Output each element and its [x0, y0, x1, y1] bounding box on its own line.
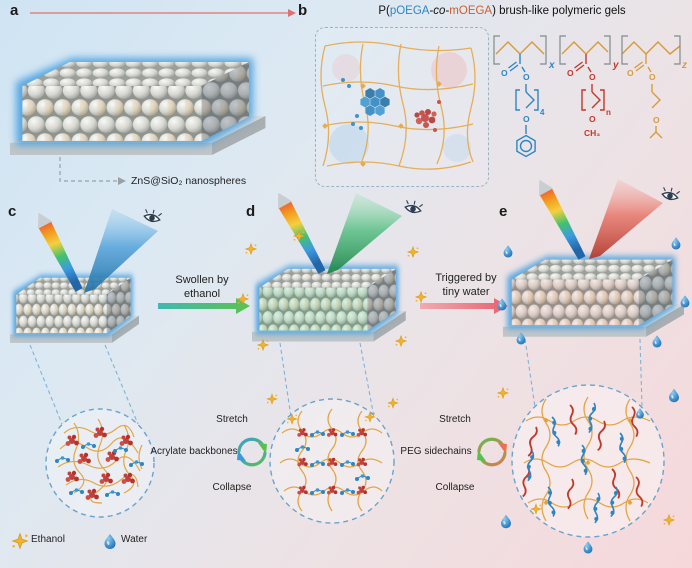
transition-swollen-line1: Swollen by — [175, 274, 229, 286]
cycle-sidechain-collapse: Collapse — [435, 482, 475, 493]
slab-d-ethanol-tint — [259, 288, 367, 331]
panel-label-e: e — [499, 203, 508, 220]
oxygen-label: O — [523, 72, 530, 82]
oxygen-label: O — [649, 72, 656, 82]
legend-ethanol-icon — [11, 533, 29, 549]
polymer-structure: x y z O O 4 O O O n O CH₃ — [493, 35, 687, 158]
transition-label-swollen: Swollen by ethanol — [175, 274, 228, 302]
transition-label-triggered: Triggered by tiny water — [435, 272, 496, 300]
beams-d — [278, 192, 424, 274]
poega-side-chain — [508, 54, 539, 158]
gel-network-illustration-b — [320, 41, 476, 170]
cycle-backbone-label: Acrylate backbones — [150, 446, 238, 457]
transition-swollen-line2: ethanol — [183, 287, 221, 300]
cycle-backbone-stretch: Stretch — [216, 414, 248, 425]
reflected-beam-e — [589, 179, 663, 259]
incident-rainbow-beam-e — [539, 188, 586, 260]
rainbow-beam-arrowhead-e — [539, 179, 553, 196]
rainbow-beam-arrowhead-d — [278, 192, 292, 209]
moega-side-chain — [574, 54, 605, 111]
gel-network-collapsed — [54, 418, 145, 504]
title-prefix: P( — [378, 5, 390, 17]
cycle-icon-backbone — [237, 437, 267, 467]
legend-water-icon — [104, 534, 116, 549]
beams-e — [539, 179, 681, 260]
subscript-x: x — [548, 60, 555, 71]
oxygen-label: O — [627, 68, 634, 78]
panel-label-d: d — [246, 203, 256, 220]
title-dash1: - — [429, 5, 434, 17]
oxygen-label: O — [523, 114, 530, 124]
cycle-sidechain-label: PEG sidechains — [400, 446, 472, 457]
eye-icon-c — [142, 207, 163, 224]
oega-side-chain — [634, 54, 663, 139]
cycle-sidechain-stretch: Stretch — [439, 414, 471, 425]
title-poega: pOEGA — [389, 5, 430, 17]
magnify-lines — [29, 338, 643, 425]
rainbow-beam-arrowhead-c — [37, 212, 53, 229]
panel-label-b: b — [298, 2, 308, 19]
methyl-label: CH₃ — [584, 128, 600, 138]
nanosphere-slab-a — [10, 58, 265, 155]
panel-label-c: c — [8, 203, 17, 220]
subscript-n: n — [606, 108, 611, 117]
transition-triggered-line1: Triggered by — [435, 272, 497, 284]
subscript-4: 4 — [540, 108, 545, 117]
title-moega: mOEGA — [449, 5, 493, 17]
transition-arrow-c-d — [158, 298, 250, 314]
transition-arrow-d-e — [420, 298, 508, 314]
panel-b-dashed-box — [315, 27, 489, 187]
oxygen-label: O — [589, 114, 596, 124]
beams-c — [37, 207, 163, 293]
transition-triggered-line2: tiny water — [442, 285, 490, 298]
panel-ab-connector-arrow — [30, 9, 296, 17]
eye-icon-e — [660, 185, 681, 202]
reflected-beam-c — [84, 209, 158, 293]
legend-ethanol-label: Ethanol — [31, 534, 65, 545]
oxygen-label: O — [567, 68, 574, 78]
slab-e-water-tint — [512, 280, 639, 326]
title-dash2: - — [445, 5, 450, 17]
incident-rainbow-beam-c — [38, 221, 83, 292]
zns-sio2-annotation-arrow — [59, 157, 126, 185]
incident-rainbow-beam-d — [278, 201, 326, 274]
subscript-y: y — [612, 60, 619, 71]
title-rest: ) brush-like polymeric gels — [492, 5, 626, 17]
zns-sio2-annotation: ZnS@SiO₂ nanospheres — [131, 175, 247, 187]
oxygen-label: O — [501, 68, 508, 78]
gel-network-swollen — [279, 408, 383, 512]
panel-label-a: a — [10, 2, 19, 19]
oxygen-label: O — [589, 72, 596, 82]
oxygen-label: O — [653, 115, 660, 125]
eye-icon-d — [403, 198, 424, 215]
title-co: co — [433, 5, 446, 17]
reflected-beam-d — [327, 193, 402, 274]
panel-b-title: P(pOEGA-co-mOEGA) brush-like polymeric g… — [378, 4, 625, 18]
subscript-z: z — [681, 60, 687, 71]
moega-cluster — [414, 109, 437, 128]
cycle-backbone-collapse: Collapse — [212, 482, 252, 493]
legend-water-label: Water — [121, 534, 148, 545]
cycle-icon-sidechain — [477, 437, 507, 467]
